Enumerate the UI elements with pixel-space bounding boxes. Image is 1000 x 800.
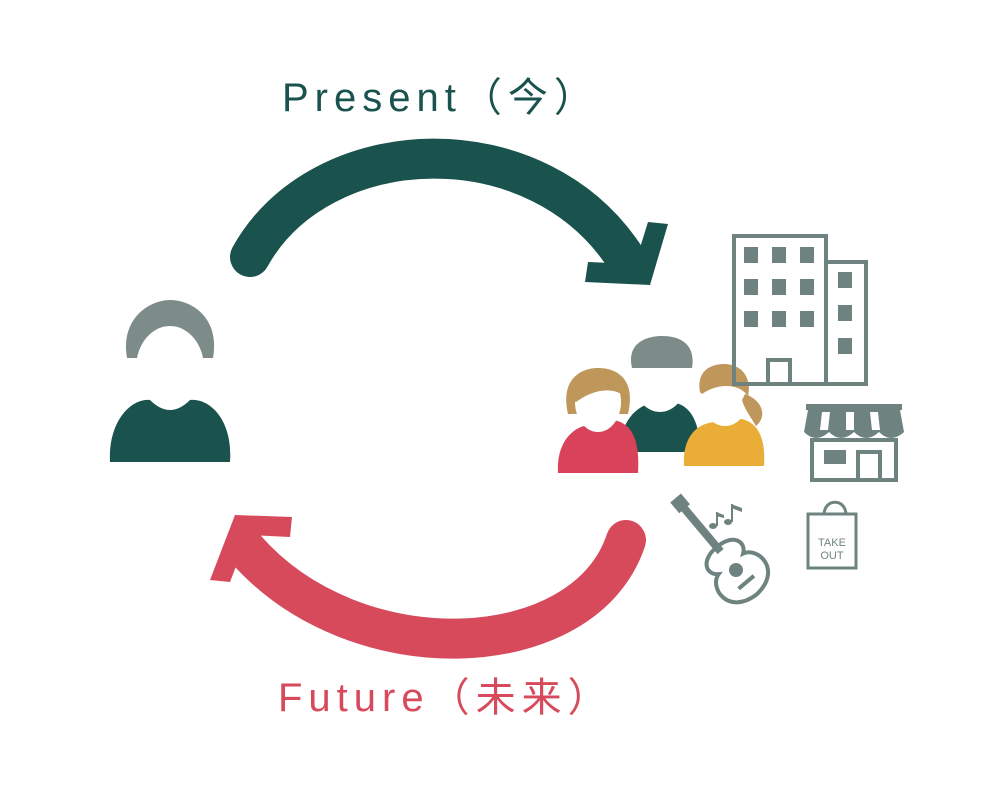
- woman-figure-left: [557, 368, 639, 473]
- person-body: [109, 399, 231, 462]
- bag-handle: [822, 500, 848, 516]
- guitar-bridge: [737, 574, 756, 591]
- future-arrow: [210, 515, 646, 659]
- present-arrow-head: [585, 222, 668, 285]
- storefront-icon: [804, 404, 904, 482]
- guitar-neck: [680, 504, 724, 555]
- store-wall: [810, 438, 898, 482]
- bag-text-line1: TAKE: [818, 537, 846, 549]
- store-door: [856, 450, 882, 482]
- present-arrow-shaft: [230, 138, 648, 282]
- present-label: Present（今）: [282, 76, 600, 120]
- man-figure: [620, 336, 700, 452]
- person-icon: [109, 300, 231, 462]
- future-label: Future（未来）: [278, 676, 614, 720]
- guitar-headstock: [670, 493, 690, 514]
- music-notes-icon: [709, 504, 742, 529]
- building-windows: [744, 247, 852, 354]
- guitar-body: [704, 537, 771, 605]
- bag-body: [806, 512, 858, 570]
- person-face: [136, 326, 204, 410]
- present-arrow: [230, 138, 668, 285]
- group-of-people-icon: [557, 336, 765, 473]
- store-window: [824, 450, 846, 464]
- store-awning-scallop: [804, 432, 904, 438]
- office-building-icon: [732, 234, 868, 386]
- guitar-icon: [670, 493, 771, 605]
- future-arrow-head: [210, 515, 292, 582]
- future-arrow-shaft: [225, 520, 646, 659]
- bag-text-line2: OUT: [820, 550, 844, 562]
- woman-figure-right: [683, 364, 765, 466]
- takeout-bag-icon: TAKE OUT: [806, 500, 858, 570]
- side-building: [824, 260, 868, 386]
- building-door: [766, 358, 792, 386]
- guitar-soundhole: [729, 563, 743, 577]
- store-awning-top: [806, 404, 902, 410]
